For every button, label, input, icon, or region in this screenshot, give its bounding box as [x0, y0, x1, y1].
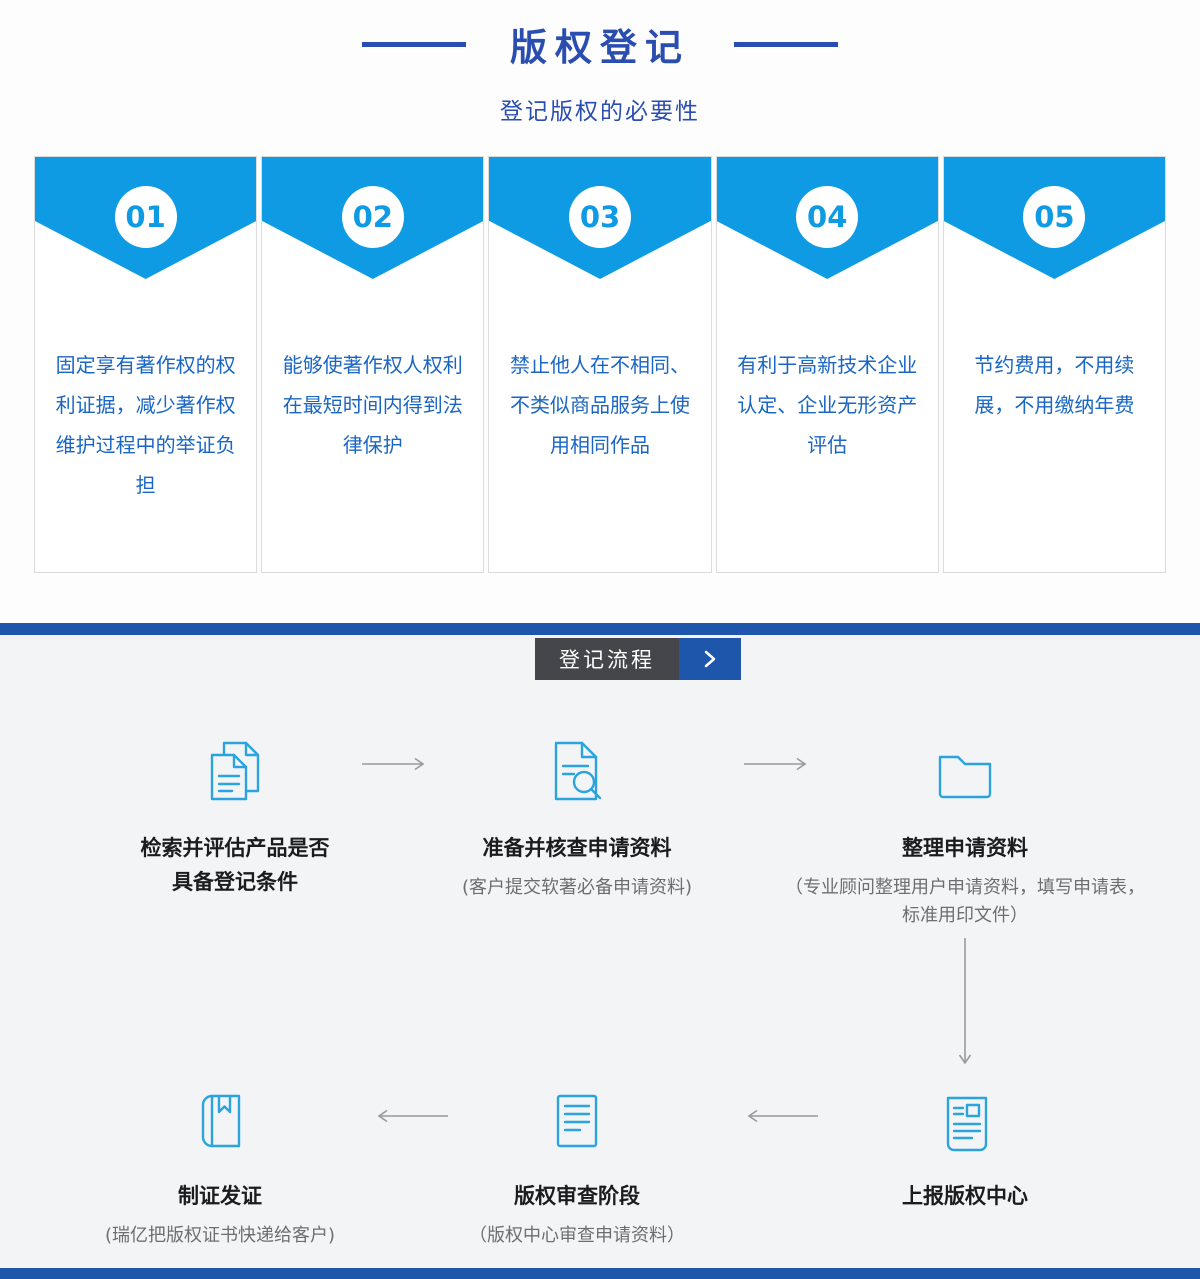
step-subtitle: (瑞亿把版权证书快递给客户) — [104, 1224, 336, 1246]
page-title: 版权登记 — [510, 26, 690, 69]
benefit-text: 节约费用，不用续展，不用缴纳年费 — [974, 353, 1135, 417]
process-flow: 检索并评估产品是否具备登记条件 准备并核查申请资料 (客户提交软著必备申请资料)… — [0, 680, 1200, 1268]
bottom-accent-bar — [0, 1268, 1200, 1279]
card-banner: 05 — [943, 157, 1166, 279]
benefit-number-badge: 03 — [569, 186, 631, 248]
step-title: 准备并核查申请资料 — [482, 836, 672, 860]
section-subtitle: 登记版权的必要性 — [500, 99, 700, 125]
card-banner: 04 — [716, 157, 938, 279]
step-title: 制证发证 — [178, 1184, 262, 1208]
newspaper-icon — [815, 1074, 1115, 1152]
document-lines-icon — [417, 1074, 737, 1152]
benefit-card-3: 03 禁止他人在不相同、不类似商品服务上使用相同作品 — [488, 156, 712, 573]
title-divider-right — [734, 41, 838, 47]
benefit-text: 禁止他人在不相同、不类似商品服务上使用相同作品 — [510, 353, 690, 457]
step-search-evaluate: 检索并评估产品是否具备登记条件 — [135, 726, 335, 907]
documents-icon — [135, 726, 335, 804]
benefits-section: 版权登记 登记版权的必要性 01 固定享有著作权的权利证据，减少著作权维护过程中… — [0, 0, 1200, 623]
card-banner: 03 — [489, 157, 711, 279]
benefit-cards: 01 固定享有著作权的权利证据，减少著作权维护过程中的举证负担 02 能够使著作… — [34, 156, 1167, 573]
process-tab: 登记流程 — [535, 638, 679, 680]
benefit-text: 能够使著作权人权利在最短时间内得到法律保护 — [282, 353, 463, 457]
step-review-stage: 版权审查阶段 （版权中心审查申请资料） — [417, 1074, 737, 1250]
step-subtitle: （版权中心审查申请资料） — [469, 1224, 685, 1246]
step-subtitle: (客户提交软著必备申请资料) — [461, 876, 693, 898]
arrow-down-icon — [957, 936, 973, 1074]
step-issue-certificate: 制证发证 (瑞亿把版权证书快递给客户) — [70, 1074, 370, 1250]
page-title-row: 版权登记 — [0, 16, 1200, 72]
arrow-right-icon — [360, 756, 430, 775]
document-search-icon — [427, 726, 727, 804]
benefit-number-badge: 01 — [114, 186, 177, 248]
process-tab-row: 登记流程 — [535, 638, 1200, 680]
book-icon — [70, 1074, 370, 1152]
step-prepare-verify: 准备并核查申请资料 (客户提交软著必备申请资料) — [427, 726, 727, 902]
arrow-right-icon — [742, 756, 812, 775]
step-title: 版权审查阶段 — [514, 1184, 640, 1208]
benefit-text: 固定享有著作权的权利证据，减少著作权维护过程中的举证负担 — [55, 353, 236, 497]
step-title: 检索并评估产品是否具备登记条件 — [140, 836, 330, 894]
benefit-card-1: 01 固定享有著作权的权利证据，减少著作权维护过程中的举证负担 — [34, 156, 258, 573]
folder-icon — [780, 726, 1150, 804]
benefit-number-badge: 02 — [341, 186, 404, 248]
step-submit-center: 上报版权中心 — [815, 1074, 1115, 1222]
title-divider-left — [362, 41, 466, 47]
chevron-right-icon — [679, 638, 741, 680]
benefit-text: 有利于高新技术企业认定、企业无形资产评估 — [737, 353, 918, 457]
card-banner: 02 — [262, 157, 484, 279]
benefit-card-5: 05 节约费用，不用续展，不用缴纳年费 — [942, 156, 1167, 573]
step-title: 上报版权中心 — [902, 1184, 1028, 1208]
process-tab-label: 登记流程 — [559, 648, 655, 672]
step-organize-materials: 整理申请资料 （专业顾问整理用户申请资料，填写申请表，标准用印文件） — [780, 726, 1150, 931]
arrow-left-icon — [366, 1108, 450, 1127]
arrow-left-icon — [736, 1108, 820, 1127]
benefit-number-badge: 05 — [1023, 186, 1086, 248]
step-title: 整理申请资料 — [902, 836, 1028, 860]
step-subtitle: （专业顾问整理用户申请资料，填写申请表，标准用印文件） — [785, 876, 1145, 927]
benefit-card-4: 04 有利于高新技术企业认定、企业无形资产评估 — [715, 156, 939, 573]
benefit-card-2: 02 能够使著作权人权利在最短时间内得到法律保护 — [261, 156, 485, 573]
benefit-number-badge: 04 — [796, 186, 859, 248]
section-divider-bar — [0, 623, 1200, 635]
card-banner: 01 — [35, 157, 257, 279]
